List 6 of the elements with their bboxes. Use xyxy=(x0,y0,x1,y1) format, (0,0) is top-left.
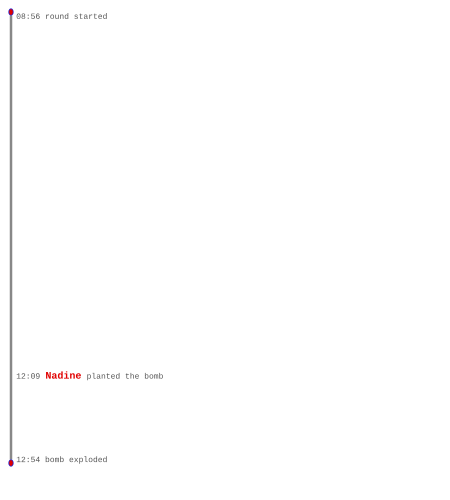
player-name: Nadine xyxy=(46,371,81,379)
event-label: 12:54 bomb exploded xyxy=(16,456,107,464)
event-time: 12:09 xyxy=(16,373,40,379)
event-label: planted the bomb xyxy=(87,372,163,380)
event-label: 08:56 round started xyxy=(16,13,107,19)
timeline-line xyxy=(10,16,12,460)
